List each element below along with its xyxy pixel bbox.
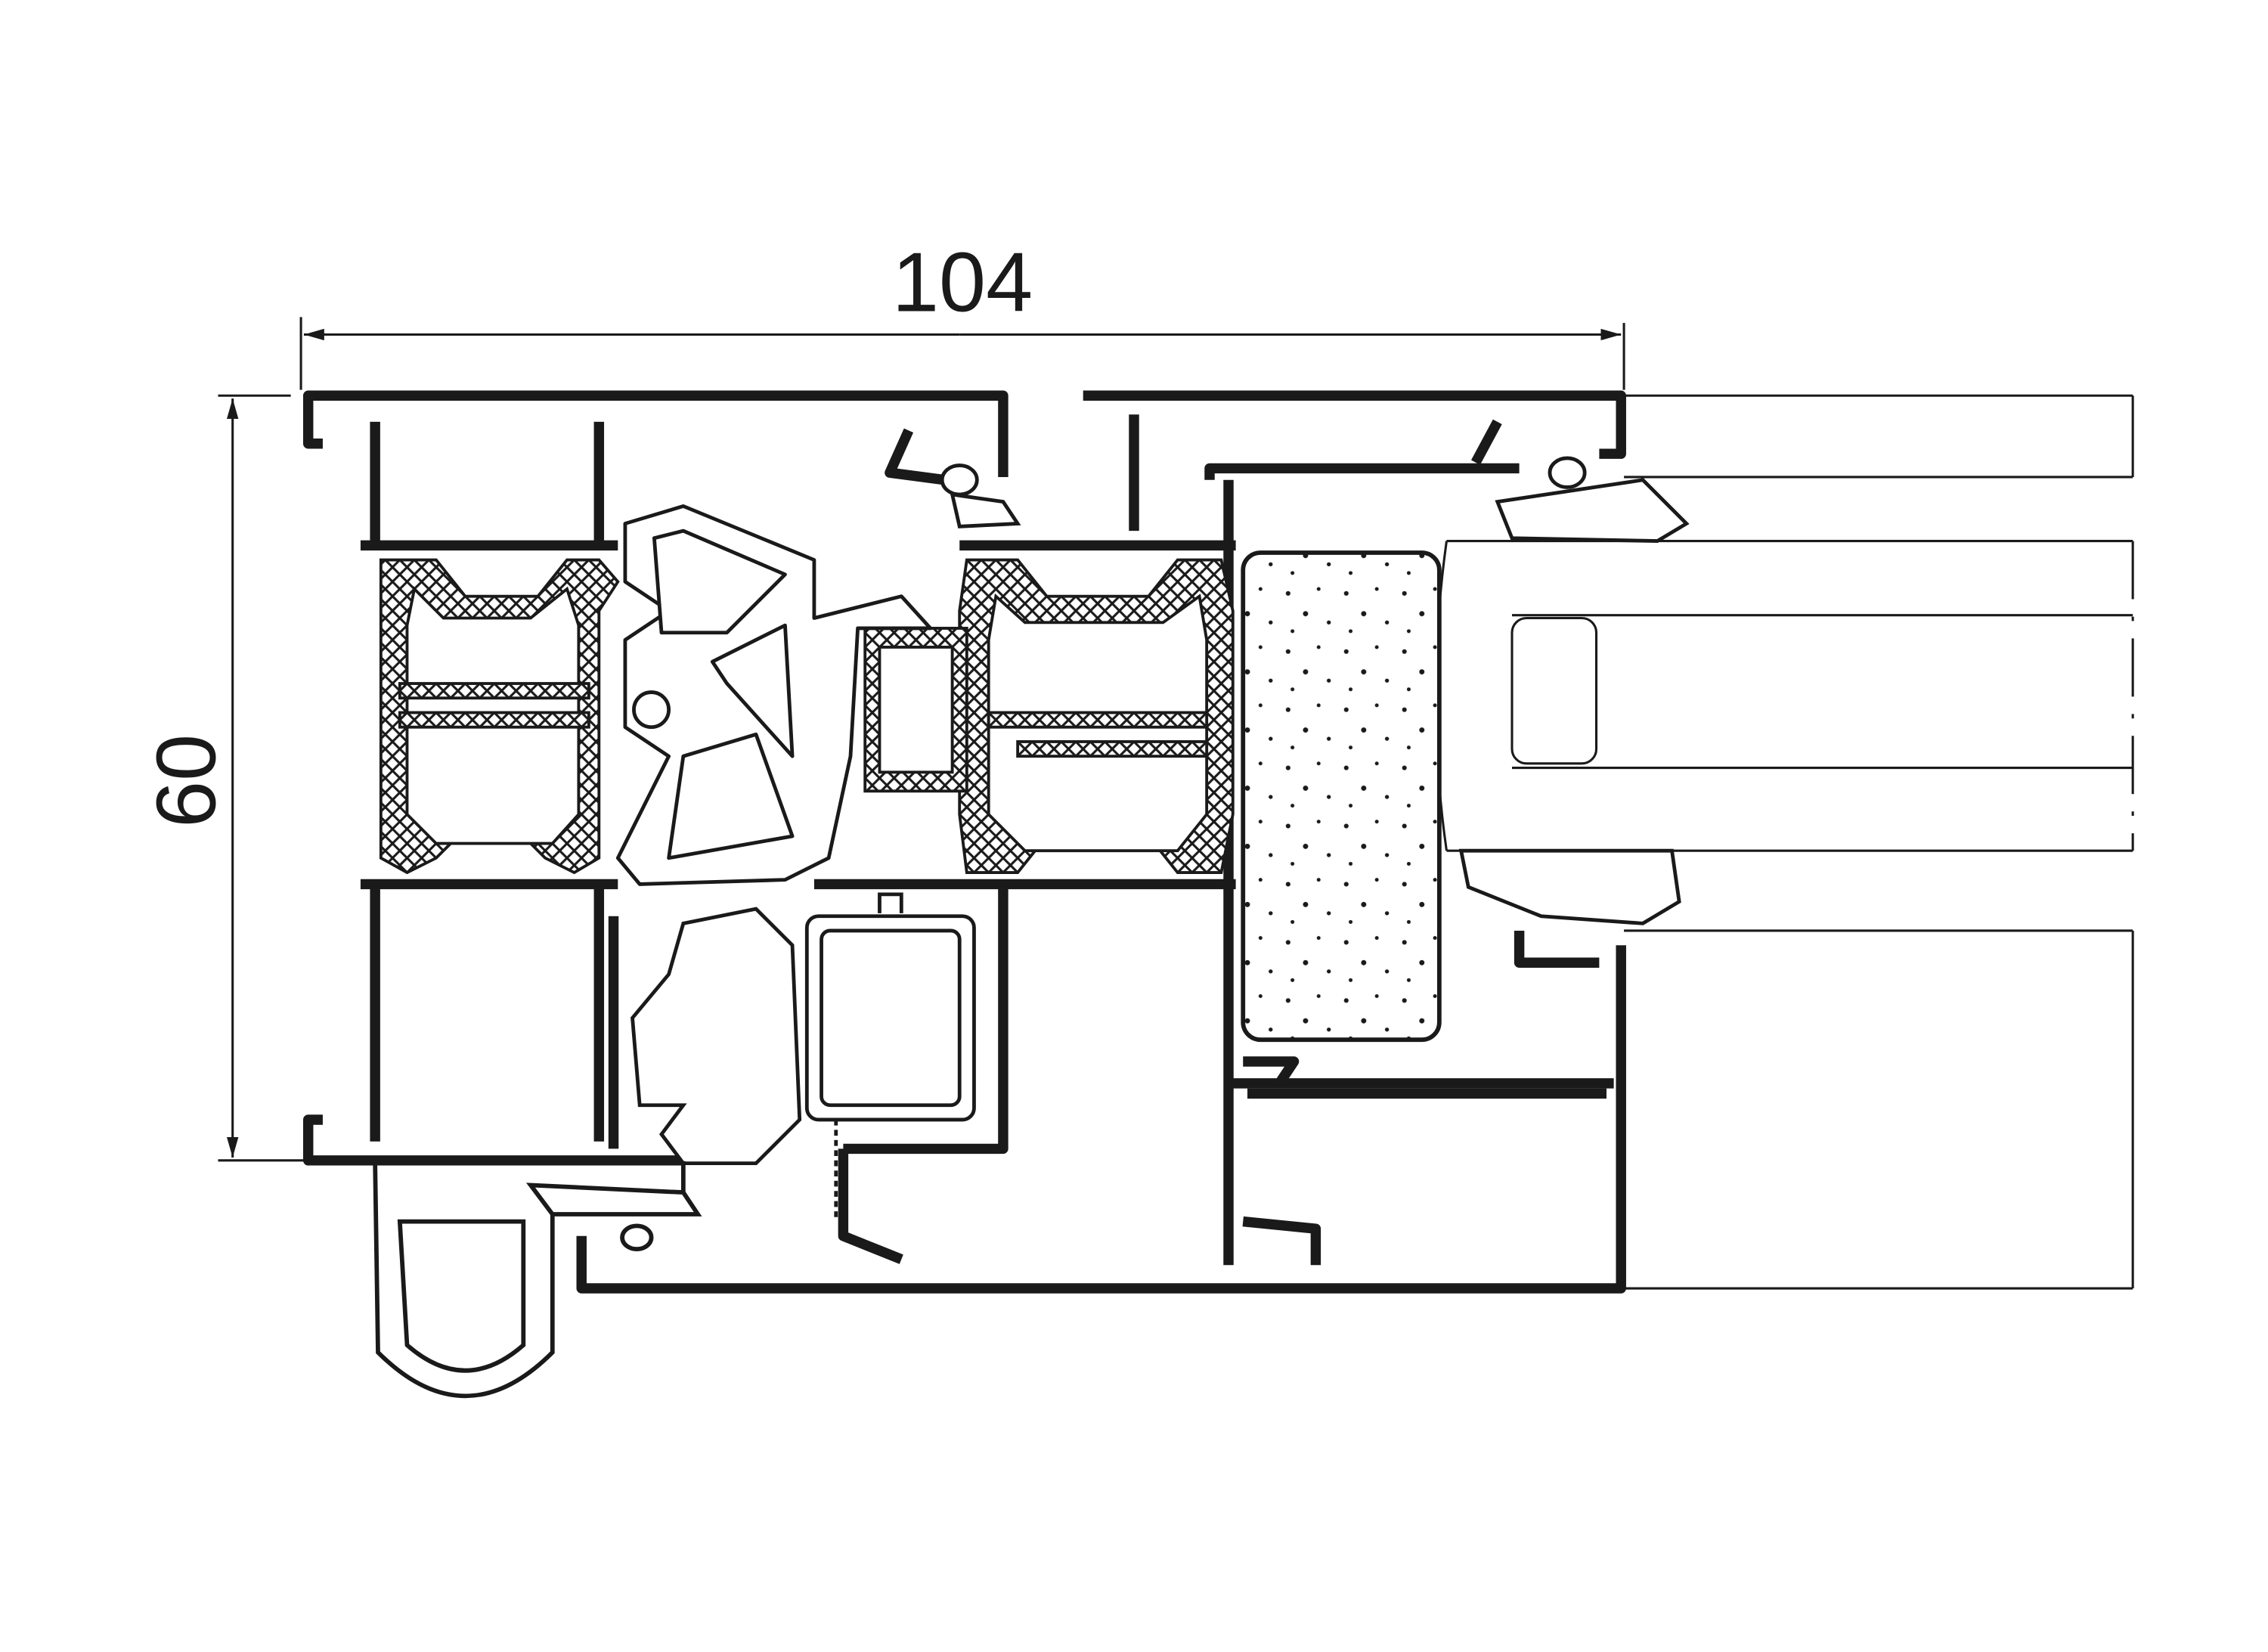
glazing-panes bbox=[1434, 394, 2134, 1290]
height-dimension-label: 60 bbox=[139, 734, 234, 828]
hardware-fitting bbox=[631, 892, 976, 1222]
thermal-break-left bbox=[379, 558, 620, 875]
insulation-foam-block bbox=[1241, 550, 1442, 1043]
handle-profile bbox=[373, 1161, 702, 1399]
thermal-break-right bbox=[863, 558, 1235, 874]
glazing-gaskets bbox=[940, 456, 1690, 925]
aluminium-frame bbox=[302, 390, 1626, 1294]
width-dimension-label: 104 bbox=[892, 235, 1033, 330]
height-dimension bbox=[218, 394, 305, 1162]
centre-gasket bbox=[615, 504, 933, 886]
width-dimension bbox=[299, 317, 1625, 390]
